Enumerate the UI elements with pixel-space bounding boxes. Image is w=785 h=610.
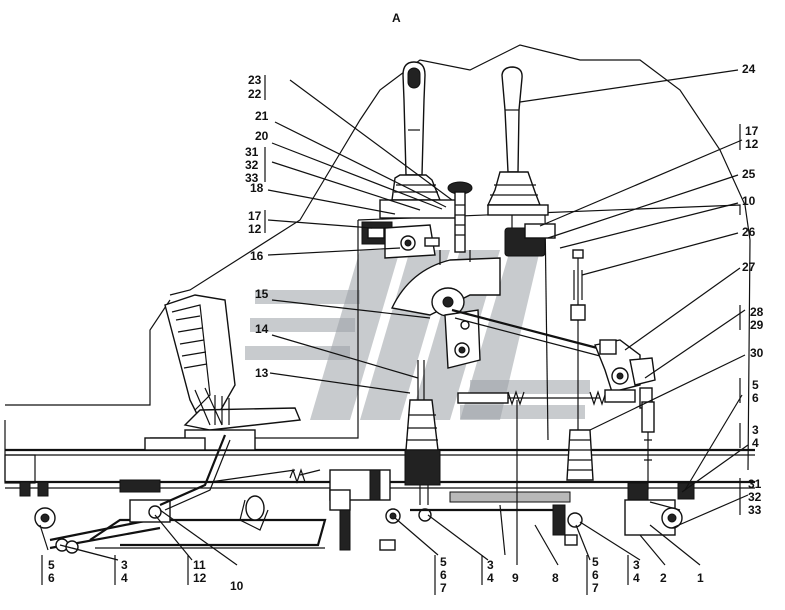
label-17: 17 [745,124,759,138]
label-group-31-32-33-top: 31 32 33 [245,145,259,185]
label-25: 25 [742,167,756,181]
label-group-23-22: 23 22 [248,73,262,101]
label-30: 30 [750,346,764,360]
label-group-5-6-right: 5 6 [752,378,759,405]
label-group-3-4-right: 3 4 [752,423,759,450]
leader-lines [39,69,749,595]
label-27: 27 [742,260,756,274]
cab-floor-line [5,299,171,406]
label-4: 4 [121,571,128,585]
label-group-5-6-7-a: 5 6 7 [440,555,447,595]
label-4: 4 [487,571,494,585]
label-4: 4 [633,571,640,585]
cab-outline [169,44,751,471]
label-5: 5 [592,555,599,569]
sector-quadrant [390,250,501,369]
view-title: A [392,11,401,25]
bellcrank [594,339,656,409]
vertical-rod-right [566,249,594,481]
label-8: 8 [552,571,559,585]
label-3: 3 [487,558,494,572]
label-group-5-6-7-b: 5 6 7 [592,555,599,595]
label-6: 6 [48,571,55,585]
rod-sector-to-crank [451,308,606,352]
label-11: 11 [193,558,206,572]
lower-right-assembly [624,482,695,536]
label-13: 13 [255,366,269,380]
label-group-3-4-mid: 3 4 [487,558,494,585]
label-23: 23 [248,73,262,87]
label-16: 16 [250,249,264,263]
label-group-17-12-left: 17 12 [248,209,262,236]
vertical-rod-left [405,360,439,505]
label-21: 21 [255,109,269,123]
label-31: 31 [748,477,762,491]
label-14: 14 [255,322,269,336]
label-18: 18 [250,181,264,195]
label-17: 17 [248,209,262,223]
label-12: 12 [193,571,207,585]
label-10-right: 10 [742,194,756,208]
label-group-28-29: 28 29 [750,305,764,332]
label-26: 26 [742,225,756,239]
label-32: 32 [245,158,259,172]
label-3: 3 [752,423,759,437]
label-group-31-32-33-bottom: 31 32 33 [748,477,762,517]
spring-rod [457,389,636,406]
label-24: 24 [742,62,756,76]
label-4: 4 [752,436,759,450]
label-5: 5 [48,558,55,572]
label-10-bottom: 10 [230,579,244,593]
label-group-5-6-left: 5 6 [48,558,55,585]
label-22: 22 [248,87,262,101]
label-20: 20 [255,129,269,143]
label-group-17-12-right: 17 12 [745,124,759,151]
label-7: 7 [592,581,599,595]
stop-knob [447,181,473,253]
right-control-lever [486,66,556,257]
label-2: 2 [660,571,667,585]
label-28: 28 [750,305,764,319]
rod-to-lower-right [641,401,655,490]
label-9: 9 [512,571,519,585]
label-12: 12 [248,222,262,236]
label-6: 6 [440,568,447,582]
lower-middle-assembly [329,449,583,551]
label-5: 5 [440,555,447,569]
label-15: 15 [255,287,269,301]
label-7: 7 [440,581,447,595]
label-3: 3 [121,558,128,572]
label-group-11-12: 11 12 [193,558,207,585]
label-31: 31 [245,145,259,159]
lower-linkage-left [19,434,327,554]
label-6: 6 [752,391,759,405]
label-group-3-4-left: 3 4 [121,558,128,585]
label-3: 3 [633,558,640,572]
label-33: 33 [245,171,259,185]
label-33: 33 [748,503,762,517]
operator-seat [144,294,302,451]
label-29: 29 [750,318,764,332]
label-12: 12 [745,137,759,151]
label-6: 6 [592,568,599,582]
label-5: 5 [752,378,759,392]
rod-sector-to-crank-b [454,317,601,357]
label-1: 1 [697,571,704,585]
left-bracket [361,221,440,259]
label-32: 32 [748,490,762,504]
label-group-3-4-b: 3 4 [633,558,640,585]
